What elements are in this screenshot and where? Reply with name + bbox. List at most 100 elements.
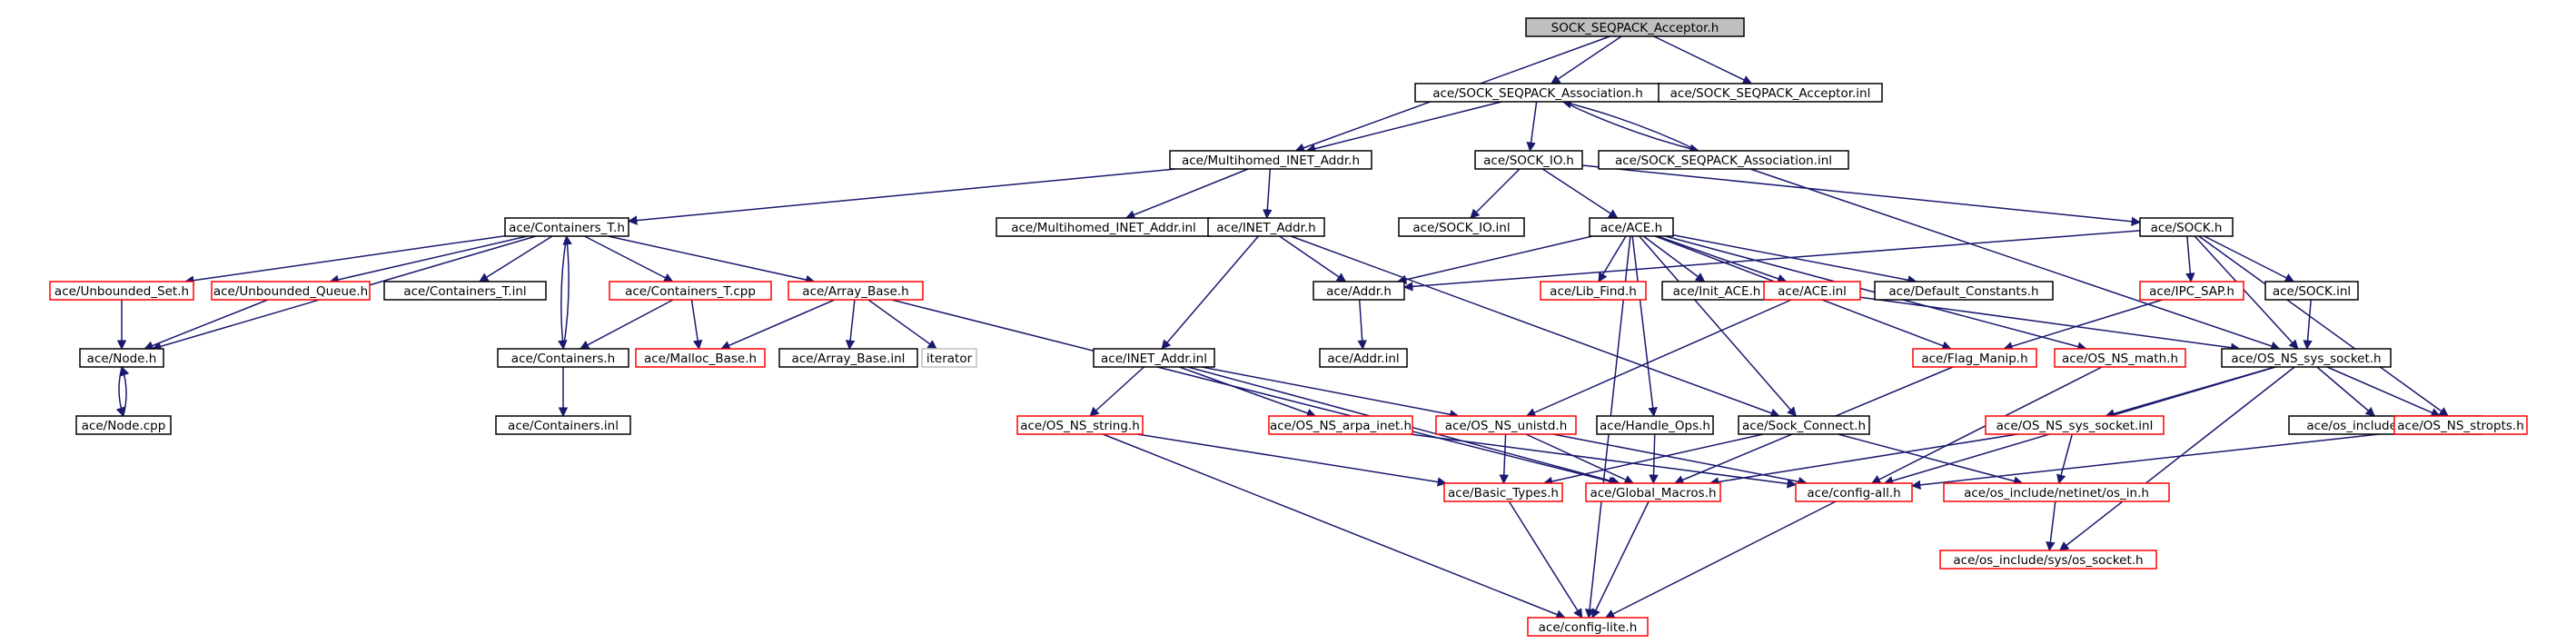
- node-box: [2139, 217, 2234, 237]
- edge-sock_inl-to-os_sys_socket_h: [2303, 299, 2313, 351]
- edge-ipc_sap-to-flag_manip: [2003, 299, 2163, 352]
- node-label: ace/SOCK_IO.inl: [1412, 221, 1510, 235]
- node-label: ace/Addr.h: [1326, 284, 1392, 299]
- node-label: SOCK_SEQPACK_Acceptor.h: [1551, 21, 1719, 35]
- node-unb-queue[interactable]: ace/Unbounded_Queue.h: [211, 281, 371, 301]
- edge-inet_h-to-addr_h: [1279, 235, 1347, 282]
- node-box: [1313, 281, 1405, 301]
- node-malloc-base[interactable]: ace/Malloc_Base.h: [635, 348, 766, 368]
- edge-os_sys_socket_inl-to-os_in: [2056, 433, 2074, 485]
- node-multi-inl[interactable]: ace/Multihomed_INET_Addr.inl: [996, 217, 1212, 237]
- node-sockio-inl[interactable]: ace/SOCK_IO.inl: [1398, 217, 1525, 237]
- node-sockio-h[interactable]: ace/SOCK_IO.h: [1474, 150, 1583, 170]
- node-os-sys-socket-h[interactable]: ace/OS_NS_sys_socket.h: [2221, 348, 2392, 368]
- node-label: ace/Containers.h: [511, 352, 615, 366]
- node-handle-ops[interactable]: ace/Handle_Ops.h: [1596, 415, 1714, 435]
- node-acceptor-inl[interactable]: ace/SOCK_SEQPACK_Acceptor.inl: [1658, 83, 1883, 103]
- node-config-all[interactable]: ace/config-all.h: [1795, 482, 1913, 502]
- node-label: ace/Node.h: [87, 352, 157, 366]
- edge-cont_t_cpp-to-containers_h: [579, 299, 674, 350]
- node-label: ace/Array_Base.inl: [792, 352, 906, 366]
- node-addr-h[interactable]: ace/Addr.h: [1313, 281, 1405, 301]
- edge-assoc_h-to-multi_h: [1305, 101, 1502, 154]
- edge-cont_t_h-to-cont_t_inl: [479, 235, 553, 282]
- node-cont-t-h[interactable]: ace/Containers_T.h: [504, 217, 629, 237]
- node-box: [2054, 348, 2186, 368]
- node-containers-inl[interactable]: ace/Containers.inl: [495, 415, 631, 435]
- node-assoc-inl[interactable]: ace/SOCK_SEQPACK_Association.inl: [1598, 150, 1849, 170]
- node-os-sys-socket-inl[interactable]: ace/OS_NS_sys_socket.inl: [1985, 415, 2165, 435]
- edge-os_sys_socket_inl-to-global_macros: [1709, 433, 2018, 487]
- edge-cont_t_h-to-unb_queue: [329, 235, 528, 284]
- node-os-math[interactable]: ace/OS_NS_math.h: [2054, 348, 2186, 368]
- node-ace-h[interactable]: ace/ACE.h: [1589, 217, 1674, 237]
- node-sock-inl[interactable]: ace/SOCK.inl: [2264, 281, 2359, 301]
- node-init-ace[interactable]: ace/Init_ACE.h: [1661, 281, 1772, 301]
- edge-array_base_h-to-iterator: [867, 299, 937, 350]
- node-box: [921, 348, 977, 368]
- node-multi-h[interactable]: ace/Multihomed_INET_Addr.h: [1169, 150, 1372, 170]
- node-sock-connect[interactable]: ace/Sock_Connect.h: [1738, 415, 1870, 435]
- node-lib-find[interactable]: ace/Lib_Find.h: [1540, 281, 1647, 301]
- edge-inet_h-to-inet_inl: [1161, 235, 1259, 350]
- edge-ace_h-to-ace_inl: [1657, 235, 1788, 283]
- node-inet-h[interactable]: ace/INET_Addr.h: [1207, 217, 1325, 237]
- node-global-macros[interactable]: ace/Global_Macros.h: [1585, 482, 1721, 502]
- node-os-stropts[interactable]: ace/OS_NS_stropts.h: [2393, 415, 2528, 435]
- node-box: [1016, 415, 1144, 435]
- node-array-base-h[interactable]: ace/Array_Base.h: [788, 281, 924, 301]
- node-box: [1738, 415, 1870, 435]
- edge-multi_h-to-multi_inl: [1125, 168, 1249, 220]
- node-label: ace/Array_Base.h: [802, 284, 908, 299]
- node-config-lite[interactable]: ace/config-lite.h: [1527, 617, 1649, 637]
- node-box: [1598, 150, 1849, 170]
- edge-global_macros-to-config_lite: [1591, 500, 1650, 619]
- node-box: [1443, 482, 1563, 502]
- node-box: [1527, 617, 1649, 637]
- node-os-socket[interactable]: ace/os_include/sys/os_socket.h: [1939, 550, 2157, 570]
- node-label: ace/Init_ACE.h: [1673, 284, 1761, 299]
- edge-ace_h-to-handle_ops: [1631, 235, 1658, 418]
- node-label: ace/Handle_Ops.h: [1600, 419, 1710, 433]
- node-node-cpp[interactable]: ace/Node.cpp: [75, 415, 172, 435]
- node-box: [1658, 83, 1883, 103]
- node-assoc-h[interactable]: ace/SOCK_SEQPACK_Association.h: [1414, 83, 1661, 103]
- node-os-string[interactable]: ace/OS_NS_string.h: [1016, 415, 1144, 435]
- edge-multi_h-to-cont_t_h: [627, 168, 1176, 225]
- node-inet-inl[interactable]: ace/INET_Addr.inl: [1093, 348, 1215, 368]
- node-os-unistd[interactable]: ace/OS_NS_unistd.h: [1435, 415, 1577, 435]
- edge-sock_h-to-ipc_sap: [2185, 235, 2195, 283]
- node-addr-inl[interactable]: ace/Addr.inl: [1319, 348, 1408, 368]
- node-label: ace/INET_Addr.inl: [1101, 352, 1207, 366]
- node-unb-set[interactable]: ace/Unbounded_Set.h: [49, 281, 194, 301]
- node-label: ace/Unbounded_Set.h: [54, 284, 189, 299]
- node-label: ace/SOCK.inl: [2273, 284, 2351, 299]
- node-basic-types[interactable]: ace/Basic_Types.h: [1443, 482, 1563, 502]
- edge-sockio_h-to-ace_h: [1541, 168, 1619, 219]
- node-node-h[interactable]: ace/Node.h: [79, 348, 164, 368]
- node-iterator: iterator: [921, 348, 977, 368]
- node-os-arpa[interactable]: ace/OS_NS_arpa_inet.h: [1268, 415, 1413, 435]
- node-label: ace/OS_NS_math.h: [2062, 352, 2178, 366]
- node-sock-h[interactable]: ace/SOCK.h: [2139, 217, 2234, 237]
- node-box: [211, 281, 371, 301]
- node-cont-t-cpp[interactable]: ace/Containers_T.cpp: [609, 281, 772, 301]
- node-label: ace/Node.cpp: [82, 419, 166, 433]
- node-os-in[interactable]: ace/os_include/netinet/os_in.h: [1943, 482, 2170, 502]
- node-label: ace/Malloc_Base.h: [644, 352, 757, 366]
- node-box: [1435, 415, 1577, 435]
- node-cont-t-inl[interactable]: ace/Containers_T.inl: [383, 281, 547, 301]
- edge-sock_connect-to-basic_types: [1542, 433, 1764, 487]
- node-flag-manip[interactable]: ace/Flag_Manip.h: [1912, 348, 2037, 368]
- node-box: [1398, 217, 1525, 237]
- node-def-const[interactable]: ace/Default_Constants.h: [1874, 281, 2054, 301]
- edge-sockio_h-to-sock_h: [1581, 164, 2142, 227]
- node-ipc-sap[interactable]: ace/IPC_SAP.h: [2139, 281, 2244, 301]
- node-label: ace/OS_NS_sys_socket.h: [2231, 352, 2381, 366]
- edge-cont_t_h-to-array_base_h: [608, 235, 816, 285]
- node-label: ace/Containers.inl: [508, 419, 619, 433]
- node-containers-h[interactable]: ace/Containers.h: [497, 348, 629, 368]
- node-ace-inl[interactable]: ace/ACE.inl: [1763, 281, 1861, 301]
- node-array-base-inl[interactable]: ace/Array_Base.inl: [778, 348, 918, 368]
